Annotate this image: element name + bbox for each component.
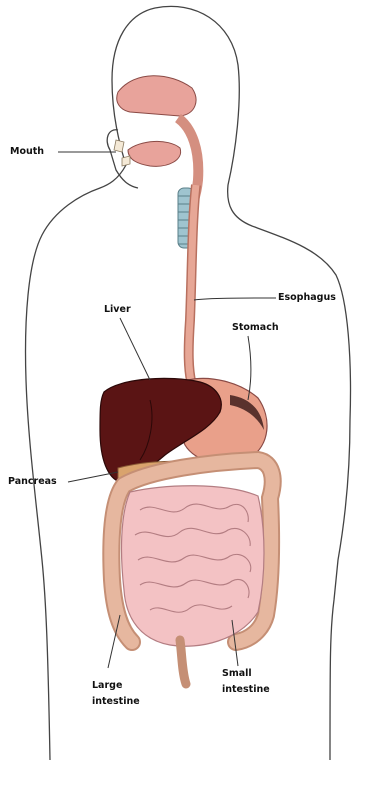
label-large-intestine-line2: intestine [92, 696, 140, 708]
label-stomach: Stomach [232, 322, 279, 334]
pancreas-leader [68, 472, 118, 482]
esophagus-leader [194, 298, 276, 300]
label-esophagus: Esophagus [278, 292, 336, 304]
label-large-intestine-line1: Large [92, 680, 122, 692]
label-small-intestine-line1: Small [222, 668, 252, 680]
label-liver: Liver [104, 304, 131, 316]
nasal-cavity [117, 76, 196, 116]
label-mouth: Mouth [10, 146, 44, 158]
liver-leader [120, 318, 150, 380]
small-intestine [122, 486, 264, 647]
label-small-intestine-line2: intestine [222, 684, 270, 696]
label-pancreas: Pancreas [8, 476, 57, 488]
rectum [180, 640, 186, 684]
tongue [128, 141, 181, 166]
